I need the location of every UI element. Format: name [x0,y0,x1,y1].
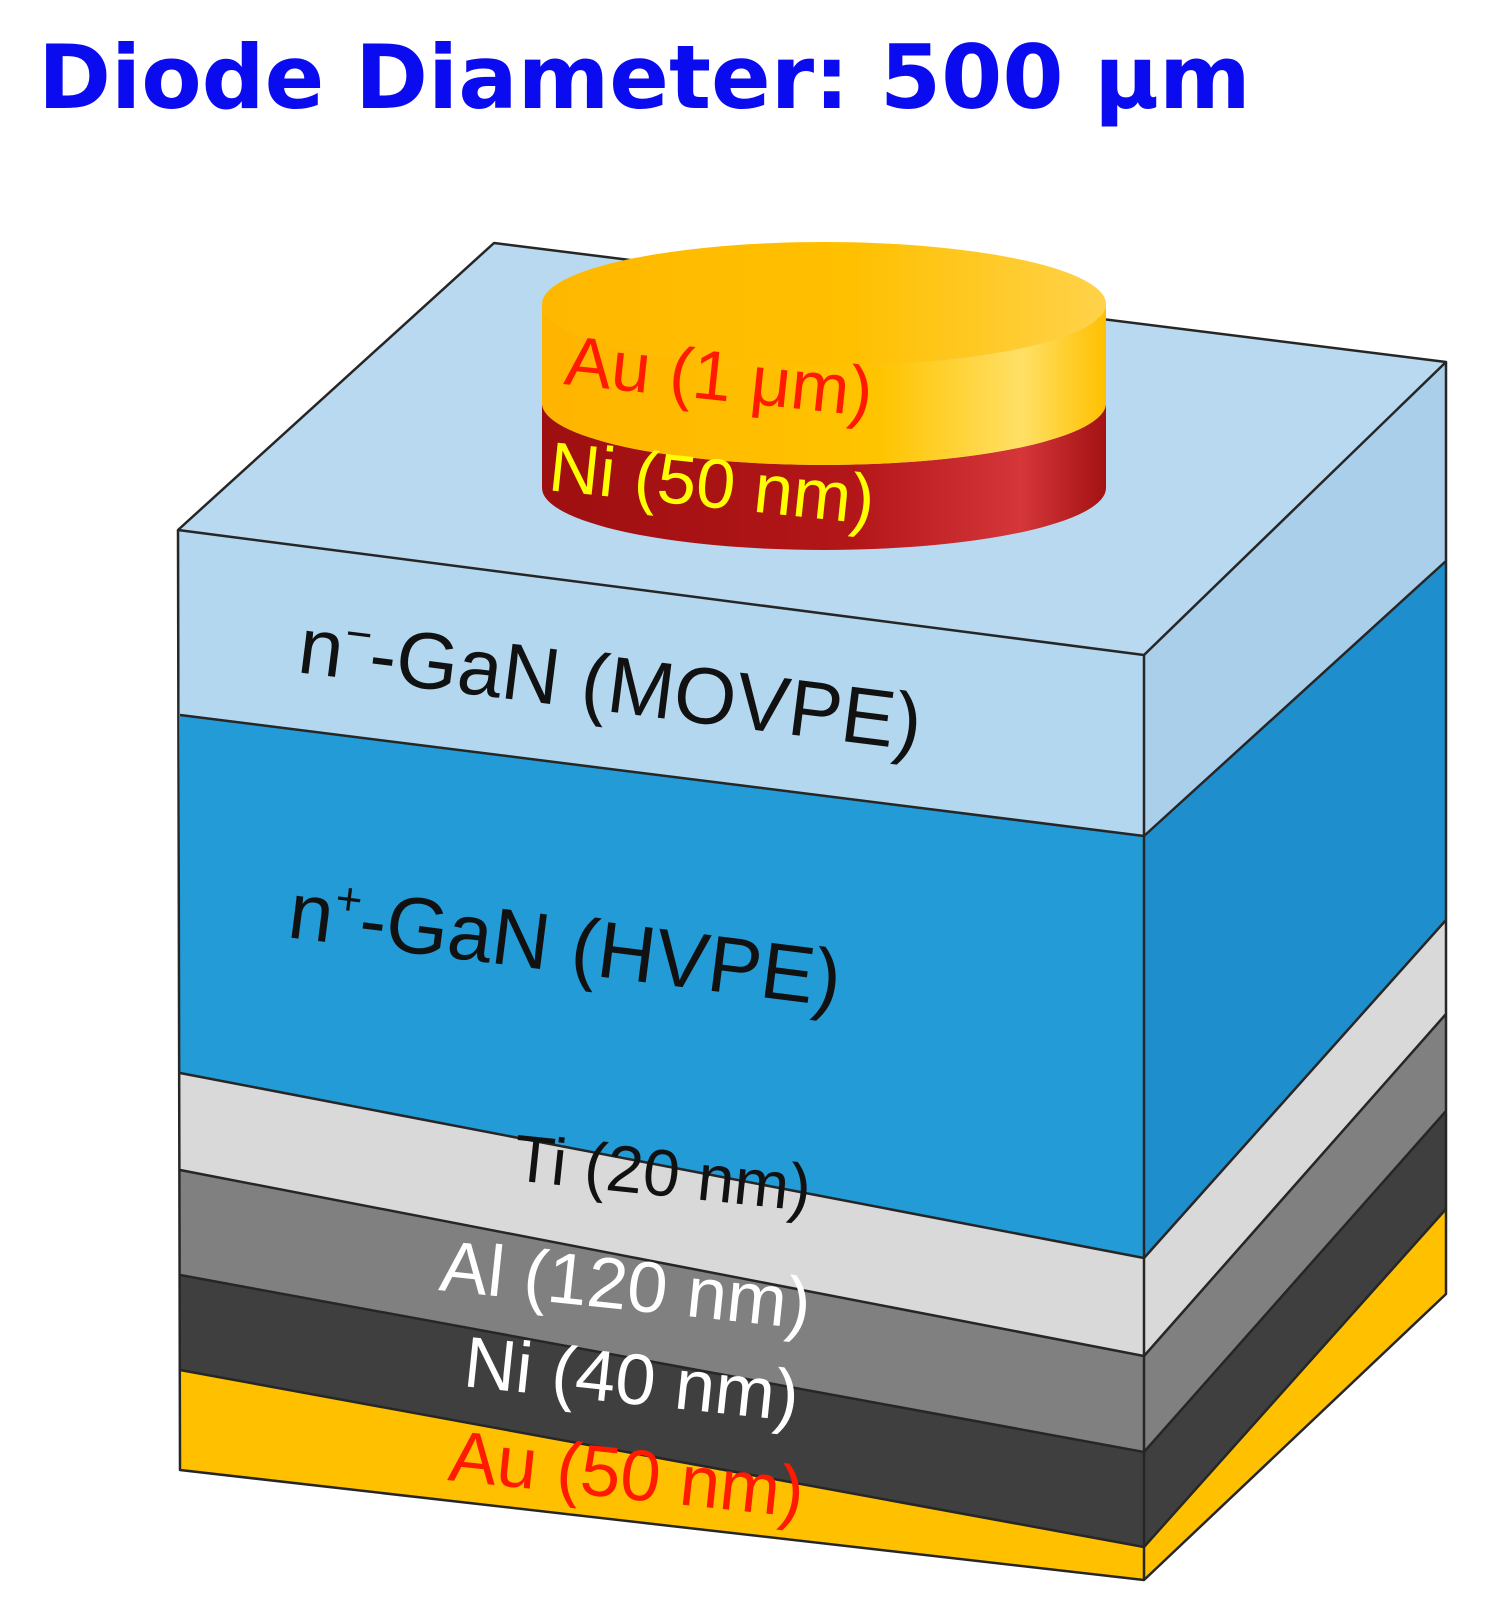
block-outlines [176,241,1448,1582]
n-minus-gan-front-face [178,530,1144,836]
n-minus-gan-side-face [1144,362,1446,836]
contact-au-side [542,304,1106,465]
ni-back-side-face [1144,1111,1446,1547]
diagram-title: Diode Diameter: 500 μm [38,26,1251,129]
al-side-face [1144,1014,1446,1452]
ni-back-front-face [180,1275,1144,1547]
au-back-front-face [180,1370,1144,1580]
au-back-side-face [1144,1209,1446,1580]
al-front-face [180,1170,1144,1452]
n-plus-prefix: n [284,866,339,960]
n-plus-gan-side-face [1144,561,1446,1258]
n-plus-superscript: + [333,871,366,926]
top-contact [542,242,1106,550]
contact-ni-side [542,403,1106,550]
ti-side-face [1144,920,1446,1356]
n-minus-superscript: − [343,606,376,661]
contact-au-top [542,242,1106,366]
ti-front-face [180,1073,1144,1356]
n-minus-prefix: n [294,601,349,695]
n-plus-gan-front-face [180,715,1144,1258]
